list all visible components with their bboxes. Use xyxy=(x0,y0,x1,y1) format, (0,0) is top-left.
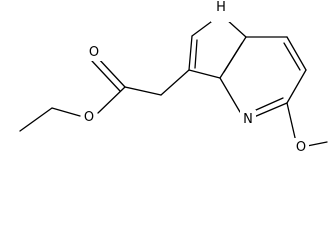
bond-o-ch2-ethyl xyxy=(51,107,81,117)
molecule-overlay: H N O O N O xyxy=(19,0,328,155)
bond-o-ch3 xyxy=(306,141,328,147)
bond-c2-c3 xyxy=(188,35,193,71)
bond-n4-c3a xyxy=(219,77,241,113)
bond-c5-o xyxy=(286,102,297,143)
atom-label-nh-h: H xyxy=(216,0,226,15)
bond-c2-c3-inner xyxy=(194,39,198,69)
atom-label-pyridine-n: N xyxy=(243,112,253,127)
bond-c7-c6 xyxy=(286,36,307,71)
atom-labels: H N O O N O xyxy=(81,0,309,155)
bond-cester-o-ether xyxy=(97,86,126,114)
atom-label-methoxy-o: O xyxy=(296,140,306,155)
bond-c3-ch2 xyxy=(160,69,190,96)
bond-cester-o-carbonyl xyxy=(96,56,126,88)
bond-ch2-cester xyxy=(124,86,162,96)
bond-ethyl-ch3 xyxy=(19,107,53,132)
bond-c5-n4 xyxy=(253,102,288,118)
bond-c5-n4-inner xyxy=(255,97,284,111)
bond-c6-c5 xyxy=(286,69,307,104)
bond-cester-o-carbonyl-double xyxy=(91,60,121,92)
atom-label-carbonyl-o: O xyxy=(89,45,99,60)
bond-c3-c3a xyxy=(188,69,221,79)
atom-label-ether-o: O xyxy=(84,110,94,125)
bond-c3a-c7a-inner xyxy=(223,42,243,73)
skeleton xyxy=(19,18,328,147)
bond-c7-c6-inner xyxy=(283,42,301,71)
